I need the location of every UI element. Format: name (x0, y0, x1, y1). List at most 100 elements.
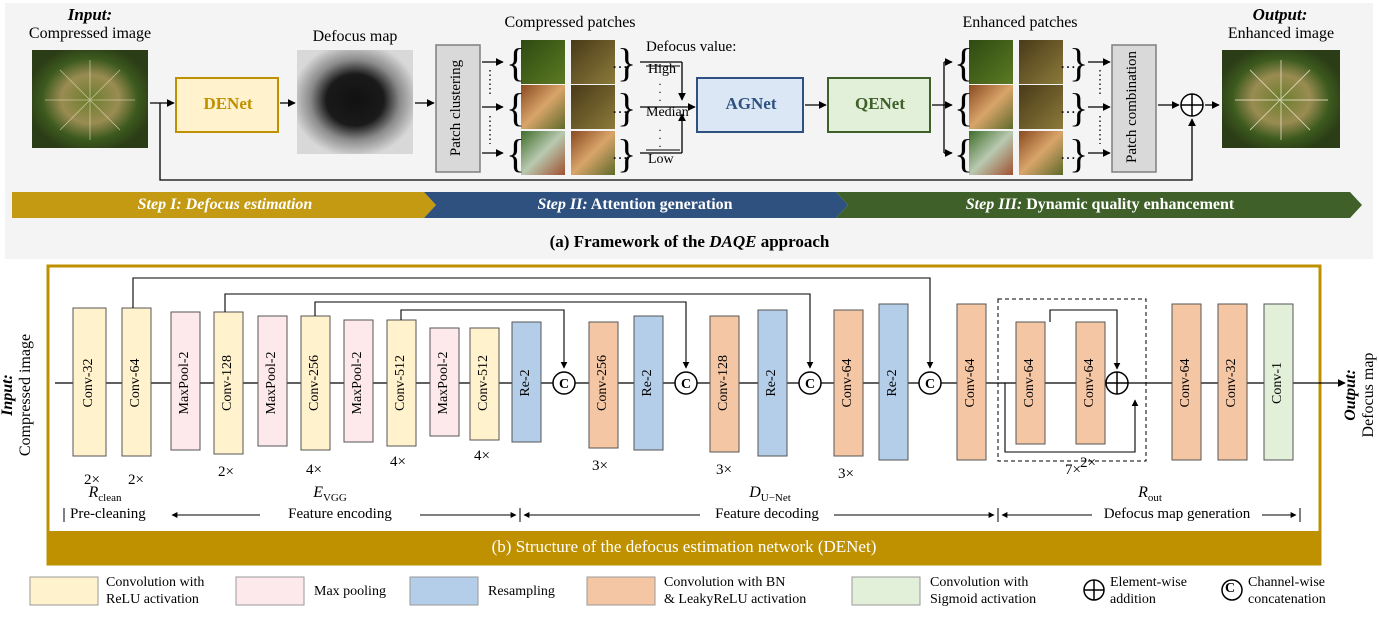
step-banner (12, 192, 1362, 218)
denet-block-label-8: MaxPool-2 (435, 351, 451, 415)
denet-block-label-6: MaxPool-2 (349, 351, 365, 415)
denet-block-9 (469, 327, 500, 441)
concat-symbol-2: C (805, 377, 815, 392)
legend-swatch-bn (586, 576, 656, 606)
legend-swatch-sigmoid (851, 576, 921, 606)
concat-symbol-1: C (681, 377, 691, 392)
section-ranges (63, 508, 1301, 522)
denet-block-21 (1217, 303, 1248, 461)
residual-repeat-label: 7× (1065, 462, 1081, 478)
denet-block-label-3: Conv-128 (219, 355, 235, 411)
defocus-level-low: Low (648, 152, 674, 167)
denet-caption-bar (48, 531, 1320, 564)
svg-text:}: } (1069, 85, 1088, 130)
qenet-box (827, 77, 931, 133)
step-1-arrow (12, 192, 436, 218)
denet-block-11 (588, 321, 619, 449)
concat-circle-2 (798, 371, 822, 395)
svg-text:}: } (617, 131, 636, 176)
denet-block-22 (1263, 303, 1294, 461)
denet-block-label-17: Conv-64 (962, 358, 978, 408)
denet-block-18 (1015, 321, 1046, 445)
denet-block-6 (343, 319, 374, 443)
output-addition-icon (1180, 93, 1204, 117)
svg-text:…: … (1060, 146, 1076, 163)
denet-block-17 (956, 303, 987, 461)
patch-combination-box (1111, 44, 1157, 173)
agnet-label: AGNet (725, 94, 777, 113)
svg-text:{: { (954, 85, 973, 130)
denet-block-label-14: Re-2 (763, 369, 779, 397)
denet-box (175, 77, 279, 133)
patch-combination-label: Patch combination (1124, 50, 1140, 163)
qenet-label: QENet (854, 94, 906, 113)
denet-label: DENet (203, 94, 253, 113)
section-feature-encoding: Feature encoding (288, 506, 392, 522)
denet-block-mult-0: 2× (84, 472, 100, 488)
legend-swatch-relu (29, 576, 99, 606)
enhanced-patches-label: Enhanced patches (962, 14, 1078, 31)
step-2-label: Step II: Attention generation (537, 196, 733, 213)
agnet-box (696, 77, 804, 133)
output-image-spines (1235, 60, 1328, 140)
denet-block-mult-15: 3× (838, 466, 854, 482)
denet-block-label-7: Conv-512 (392, 355, 408, 411)
denet-blocks (72, 303, 1294, 461)
denet-block-8 (429, 327, 460, 437)
legend-label-pool: Max pooling (314, 584, 386, 599)
denet-block-19 (1075, 321, 1106, 445)
denet-block-mult-5: 4× (306, 462, 322, 478)
concat-circle-3 (918, 371, 942, 395)
output-caption: Enhanced image (1227, 25, 1335, 42)
defocus-map-label: Defocus map (312, 28, 398, 45)
svg-text:{: { (506, 85, 525, 130)
legend-concat-icon (1221, 579, 1243, 601)
svg-text:}: } (1069, 131, 1088, 176)
module-d-unet: DU−Net (749, 484, 791, 505)
denet-block-label-16: Re-2 (884, 369, 900, 397)
denet-block-label-12: Re-2 (639, 369, 655, 397)
concat-symbol-0: C (559, 377, 569, 392)
denet-block-label-5: Conv-256 (306, 355, 322, 411)
denet-block-0 (72, 307, 107, 457)
denet-block-20 (1171, 303, 1202, 461)
svg-text:{: { (506, 40, 525, 85)
denet-block-label-10: Re-2 (517, 369, 533, 397)
step-2-arrow (424, 192, 848, 218)
module-e-vgg: EVGG (313, 484, 347, 505)
compressed-patch-ellipses: ……… (612, 55, 628, 163)
denet-block-label-4: MaxPool-2 (263, 351, 279, 415)
denet-output-label: Output:Defocus map (1342, 352, 1377, 438)
section-pre-cleaning: Pre-cleaning (70, 506, 146, 522)
module-r-out: Rout (1138, 484, 1162, 505)
denet-block-label-1: Conv-64 (127, 358, 143, 408)
concat-circle-0 (552, 371, 576, 395)
denet-block-14 (757, 309, 788, 457)
input-title: Input: (67, 5, 113, 24)
denet-block-label-21: Conv-32 (1223, 358, 1239, 408)
defocus-level-markers (646, 65, 680, 151)
denet-block-label-9: Conv-512 (475, 355, 491, 411)
caption-b: (b) Structure of the defocus estimation … (491, 537, 877, 556)
compressed-patches (521, 40, 615, 175)
input-image-spines (45, 60, 135, 140)
denet-block-16 (878, 303, 909, 461)
caption-a: (a) Framework of the DAQE approach (549, 232, 830, 251)
legend-label-resample: Resampling (488, 584, 555, 599)
denet-block-mult-3: 2× (218, 464, 234, 480)
output-title: Output: (1252, 5, 1308, 24)
denet-block-label-18: Conv-64 (1021, 358, 1037, 408)
patch-clustering-box (435, 44, 481, 173)
enhanced-patches (969, 40, 1063, 175)
step-3-label: Step III: Dynamic quality enhancement (965, 196, 1235, 213)
residual-block-box (997, 298, 1147, 462)
compressed-patches-label: Compressed patches (504, 14, 636, 31)
concat-symbol-3: C (925, 377, 935, 392)
denet-block-10 (511, 321, 542, 443)
compressed-patch-braces: {{{ }}} (506, 40, 636, 176)
legend-swatch-resample (409, 576, 479, 606)
svg-text:}: } (1069, 40, 1088, 85)
